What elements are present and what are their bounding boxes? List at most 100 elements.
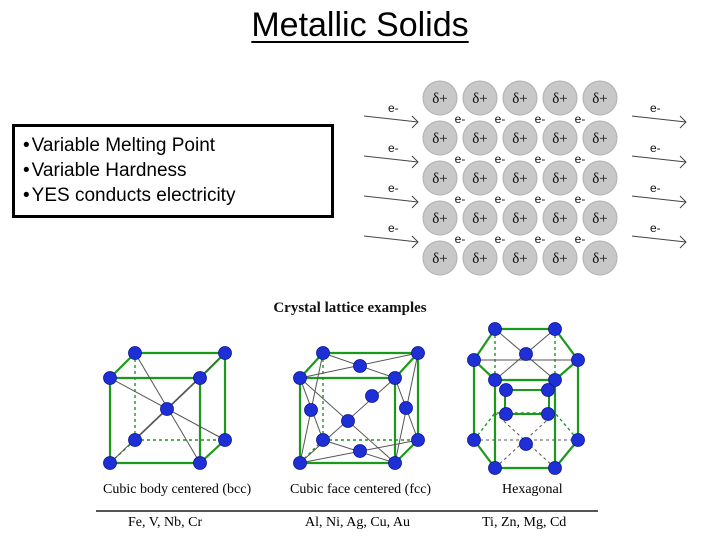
- hexagonal-label: Hexagonal: [502, 482, 563, 497]
- cation: δ+: [582, 160, 618, 196]
- electron-label: e-: [388, 221, 399, 235]
- electron-label: e-: [575, 112, 586, 126]
- cation-label: δ+: [472, 131, 488, 147]
- cation-label: δ+: [472, 211, 488, 227]
- cation-label: δ+: [512, 171, 528, 187]
- cation-label: δ+: [552, 251, 568, 267]
- cation: δ+: [462, 160, 498, 196]
- cation-label: δ+: [592, 91, 608, 107]
- hexagonal-lattice: [467, 322, 585, 475]
- cation-label: δ+: [512, 211, 528, 227]
- cation: δ+: [502, 200, 538, 236]
- electron-sea-diagram: e-e-e-e-e-e-e-e- δ+δ+δ+δ+δ+δ+δ+δ+δ+δ+δ+δ…: [363, 80, 687, 276]
- electron-label: e-: [535, 192, 546, 206]
- electron-label: e-: [535, 232, 546, 246]
- cation: δ+: [462, 240, 498, 276]
- crystal-lattice-diagrams: [103, 322, 585, 475]
- cation-label: δ+: [592, 171, 608, 187]
- cation: δ+: [422, 120, 458, 156]
- bcc-label: Cubic body centered (bcc): [103, 482, 252, 497]
- cation: δ+: [542, 80, 578, 116]
- cation: δ+: [422, 240, 458, 276]
- bullet-conductivity: •YES conducts electricity: [23, 183, 331, 208]
- cation-label: δ+: [432, 211, 448, 227]
- bcc-lattice: [103, 346, 232, 470]
- fcc-label: Cubic face centered (fcc): [290, 482, 432, 497]
- fcc-lattice: [293, 346, 425, 470]
- lattice-heading: Crystal lattice examples: [273, 300, 427, 316]
- cation-label: δ+: [472, 171, 488, 187]
- electron-label: e-: [495, 192, 506, 206]
- electron-flow-arrows: e-e-e-e-e-e-e-e-: [363, 101, 687, 249]
- cation: δ+: [422, 160, 458, 196]
- electron-label: e-: [650, 141, 661, 155]
- electron-label: e-: [388, 101, 399, 115]
- fcc-metals: Al, Ni, Ag, Cu, Au: [305, 515, 411, 530]
- cation: δ+: [502, 80, 538, 116]
- cation: δ+: [502, 240, 538, 276]
- electron-label: e-: [650, 181, 661, 195]
- bullet-text: Variable Hardness: [31, 160, 187, 181]
- cation-label: δ+: [552, 211, 568, 227]
- cation: δ+: [462, 200, 498, 236]
- bullet-melting-point: •Variable Melting Point: [23, 133, 331, 158]
- bullet-symbol: •: [23, 135, 30, 156]
- cation: δ+: [462, 120, 498, 156]
- cation: δ+: [462, 80, 498, 116]
- hexagonal-metals: Ti, Zn, Mg, Cd: [482, 515, 567, 530]
- cation-label: δ+: [592, 251, 608, 267]
- cation: δ+: [542, 200, 578, 236]
- cation-label: δ+: [552, 171, 568, 187]
- electron-label: e-: [455, 152, 466, 166]
- electron-label: e-: [455, 232, 466, 246]
- cation: δ+: [422, 80, 458, 116]
- electron-label: e-: [495, 232, 506, 246]
- cation-label: δ+: [432, 131, 448, 147]
- cation-label: δ+: [592, 131, 608, 147]
- electron-label: e-: [535, 112, 546, 126]
- bullet-hardness: •Variable Hardness: [23, 158, 331, 183]
- bullet-text: Variable Melting Point: [31, 135, 216, 156]
- cation: δ+: [422, 200, 458, 236]
- cation-label: δ+: [432, 91, 448, 107]
- cation-label: δ+: [512, 91, 528, 107]
- electron-label: e-: [575, 192, 586, 206]
- electron-label: e-: [388, 141, 399, 155]
- electron-label: e-: [575, 152, 586, 166]
- cation-label: δ+: [472, 251, 488, 267]
- cation: δ+: [502, 160, 538, 196]
- cation-label: δ+: [552, 131, 568, 147]
- bullet-symbol: •: [23, 160, 30, 181]
- cation-label: δ+: [432, 251, 448, 267]
- cation: δ+: [582, 200, 618, 236]
- electron-labels: e-e-e-e-e-e-e-e-e-e-e-e-e-e-e-e-: [455, 112, 586, 246]
- cation: δ+: [542, 120, 578, 156]
- electron-label: e-: [650, 101, 661, 115]
- electron-label: e-: [388, 181, 399, 195]
- slide-title: Metallic Solids: [251, 6, 469, 44]
- divider: [96, 510, 598, 512]
- cation-label: δ+: [512, 131, 528, 147]
- cation-label: δ+: [512, 251, 528, 267]
- cation: δ+: [582, 120, 618, 156]
- cation: δ+: [582, 240, 618, 276]
- bullet-symbol: •: [23, 185, 30, 206]
- electron-label: e-: [650, 221, 661, 235]
- electron-label: e-: [575, 232, 586, 246]
- cation: δ+: [502, 120, 538, 156]
- cation-label: δ+: [432, 171, 448, 187]
- cation-label: δ+: [472, 91, 488, 107]
- bcc-metals: Fe, V, Nb, Cr: [128, 515, 203, 530]
- electron-label: e-: [495, 112, 506, 126]
- properties-box: •Variable Melting Point •Variable Hardne…: [12, 124, 334, 218]
- electron-label: e-: [535, 152, 546, 166]
- cation-grid: δ+ δ+ δ+ δ+ δ+ δ+ δ+ δ+ δ+ δ+ δ+ δ+ δ+ δ+ δ+ δ+ δ+ δ+ δ+ δ+…: [422, 80, 618, 276]
- electron-label: e-: [455, 112, 466, 126]
- cation: δ+: [542, 240, 578, 276]
- electron-label: e-: [495, 152, 506, 166]
- cation: δ+: [542, 160, 578, 196]
- cation-label: δ+: [592, 211, 608, 227]
- cation: δ+: [582, 80, 618, 116]
- cation-label: δ+: [552, 91, 568, 107]
